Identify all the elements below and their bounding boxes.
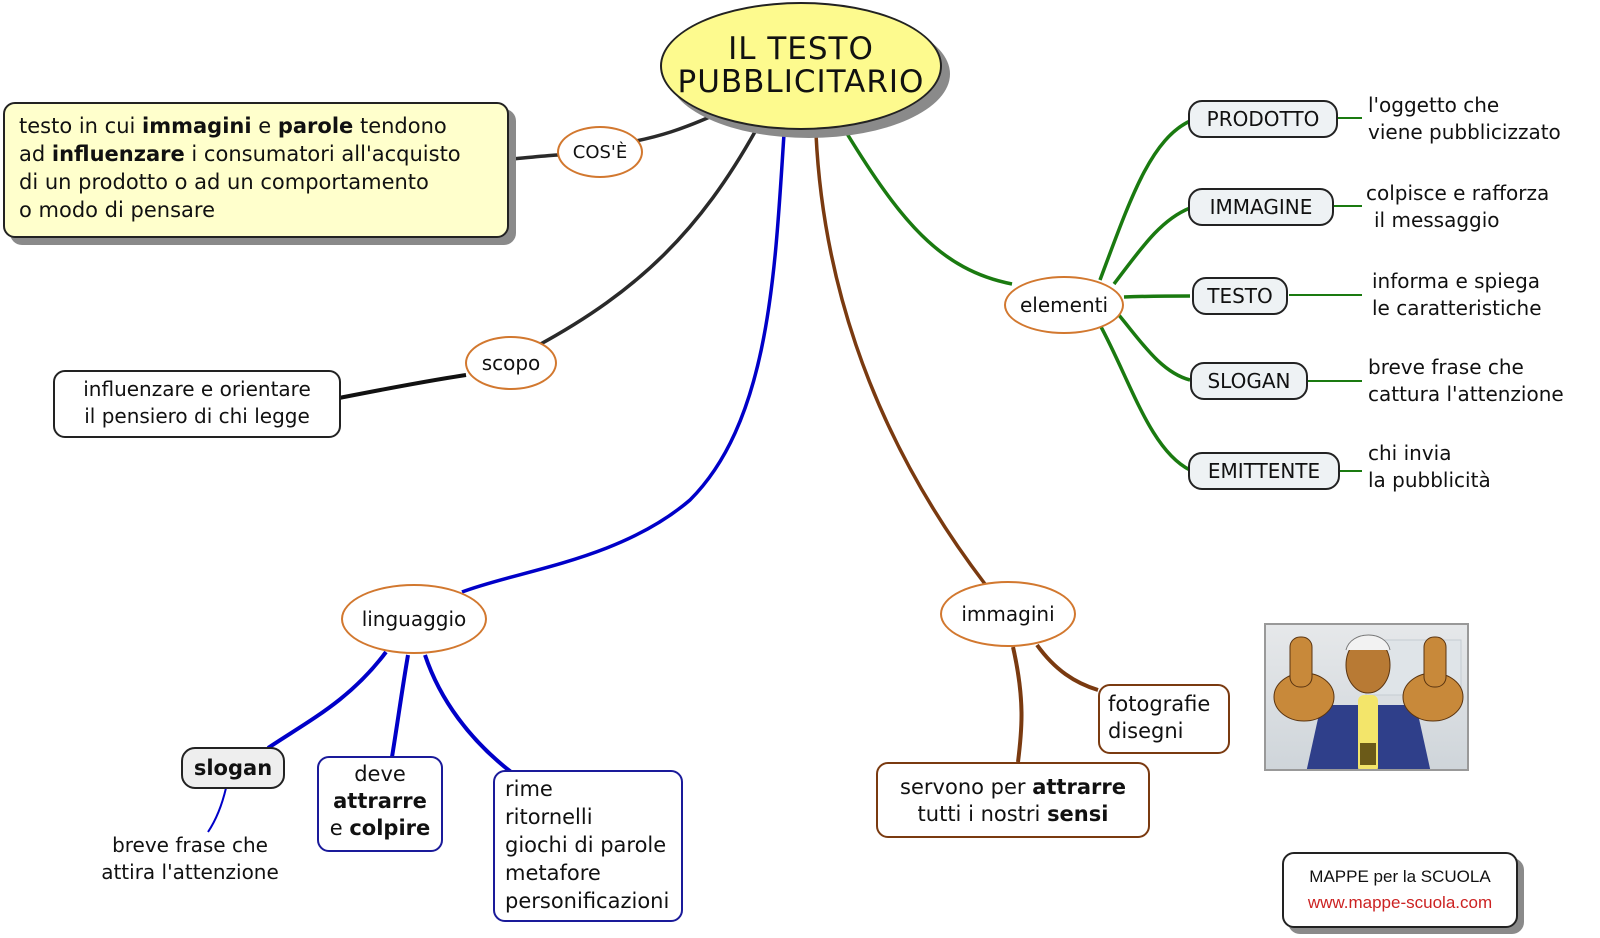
figure-item: personificazioni	[505, 889, 670, 913]
scopo-line2: il pensiero di chi legge	[84, 404, 310, 428]
deve-line1: deve	[354, 762, 406, 786]
link-center-immagini	[814, 133, 987, 586]
footer-title: MAPPE per la SCUOLA	[1309, 867, 1491, 886]
figure-item: rime	[505, 777, 553, 801]
element-prodotto[interactable]: PRODOTTO	[1188, 100, 1338, 138]
immagini-scopo-box[interactable]: servono per attrarre tutti i nostri sens…	[876, 762, 1150, 838]
definition-line3: di un prodotto o ad un comportamento	[19, 170, 429, 194]
tipi-line2: disegni	[1108, 719, 1184, 743]
figure-item: metafore	[505, 861, 601, 885]
scopo-line1: influenzare e orientare	[83, 377, 311, 401]
element-slogan[interactable]: SLOGAN	[1190, 362, 1308, 400]
node-elementi-label: elementi	[1019, 293, 1109, 317]
element-immagine-label: IMMAGINE	[1209, 195, 1313, 219]
central-title-line2: PUBBLICITARIO	[677, 64, 925, 100]
link-elementi-prodotto	[1098, 119, 1191, 281]
element-slogan-label: SLOGAN	[1207, 369, 1291, 393]
link-linguaggio-deve	[390, 654, 410, 758]
tipi-box[interactable]: fotografie disegni	[1098, 684, 1230, 754]
node-elementi[interactable]: elementi	[1004, 276, 1124, 334]
footer-credit[interactable]: MAPPE per la SCUOLA www.mappe-scuola.com	[1282, 852, 1518, 928]
node-cose[interactable]: COS'È	[557, 126, 643, 178]
link-elementi-slogan	[1116, 312, 1191, 382]
link-slogan-desc	[207, 787, 227, 833]
definition-box[interactable]: testo in cui immagini e parole tendono a…	[3, 102, 509, 238]
link-immagini-tipi	[1035, 643, 1099, 692]
node-cose-label: COS'È	[572, 141, 628, 163]
element-prodotto-label: PRODOTTO	[1206, 107, 1320, 131]
link-linguaggio-slogan	[266, 650, 388, 750]
figure-box[interactable]: rime ritornelli giochi di parole metafor…	[493, 770, 683, 922]
link-immagini-scopo	[1011, 646, 1024, 763]
definition-line2: ad influenzare i consumatori all'acquist…	[19, 142, 461, 166]
immagini-scopo-line1: servono per attrarre	[900, 775, 1126, 799]
element-immagine[interactable]: IMMAGINE	[1188, 188, 1334, 226]
deve-box[interactable]: deve attrarre e colpire	[317, 756, 443, 852]
node-scopo[interactable]: scopo	[465, 336, 557, 390]
element-testo-label: TESTO	[1207, 284, 1273, 308]
link-center-cose	[635, 114, 713, 143]
link-linguaggio-figure	[423, 654, 513, 774]
node-immagini-label: immagini	[961, 602, 1055, 626]
element-testo[interactable]: TESTO	[1192, 277, 1288, 315]
node-slogan[interactable]: slogan	[181, 747, 285, 789]
link-center-scopo	[536, 129, 758, 348]
definition-line1: testo in cui immagini e parole tendono	[19, 114, 447, 138]
mascot-illustration	[1273, 634, 1464, 769]
deve-line3: e colpire	[329, 816, 431, 840]
immagini-scopo-line2: tutti i nostri sensi	[917, 802, 1109, 826]
link-scopo-box	[338, 373, 467, 400]
node-linguaggio-label: linguaggio	[361, 607, 467, 631]
deve-line2: attrarre	[333, 789, 427, 813]
link-elementi-immagine	[1112, 206, 1191, 286]
definition-line4: o modo di pensare	[19, 198, 215, 222]
scopo-box[interactable]: influenzare e orientare il pensiero di c…	[53, 370, 341, 438]
figure-item: giochi di parole	[505, 833, 667, 857]
link-center-elementi	[844, 131, 1013, 286]
node-scopo-label: scopo	[481, 351, 541, 375]
link-center-linguaggio	[461, 133, 786, 594]
node-slogan-label: slogan	[193, 756, 273, 780]
node-immagini[interactable]: immagini	[940, 581, 1076, 647]
footer-link[interactable]: www.mappe-scuola.com	[1307, 893, 1493, 912]
central-topic[interactable]: IL TESTO PUBBLICITARIO	[660, 2, 942, 130]
cartoon-advert-image	[1264, 623, 1469, 771]
figure-item: ritornelli	[505, 805, 593, 829]
node-linguaggio[interactable]: linguaggio	[341, 584, 487, 654]
link-elementi-testo	[1123, 294, 1191, 299]
link-cose-definition	[511, 153, 559, 161]
element-emittente[interactable]: EMITTENTE	[1188, 452, 1340, 490]
element-emittente-label: EMITTENTE	[1207, 459, 1321, 483]
tipi-line1: fotografie	[1108, 692, 1211, 716]
link-elementi-emittente	[1098, 324, 1191, 472]
central-title-line1: IL TESTO	[728, 31, 874, 67]
